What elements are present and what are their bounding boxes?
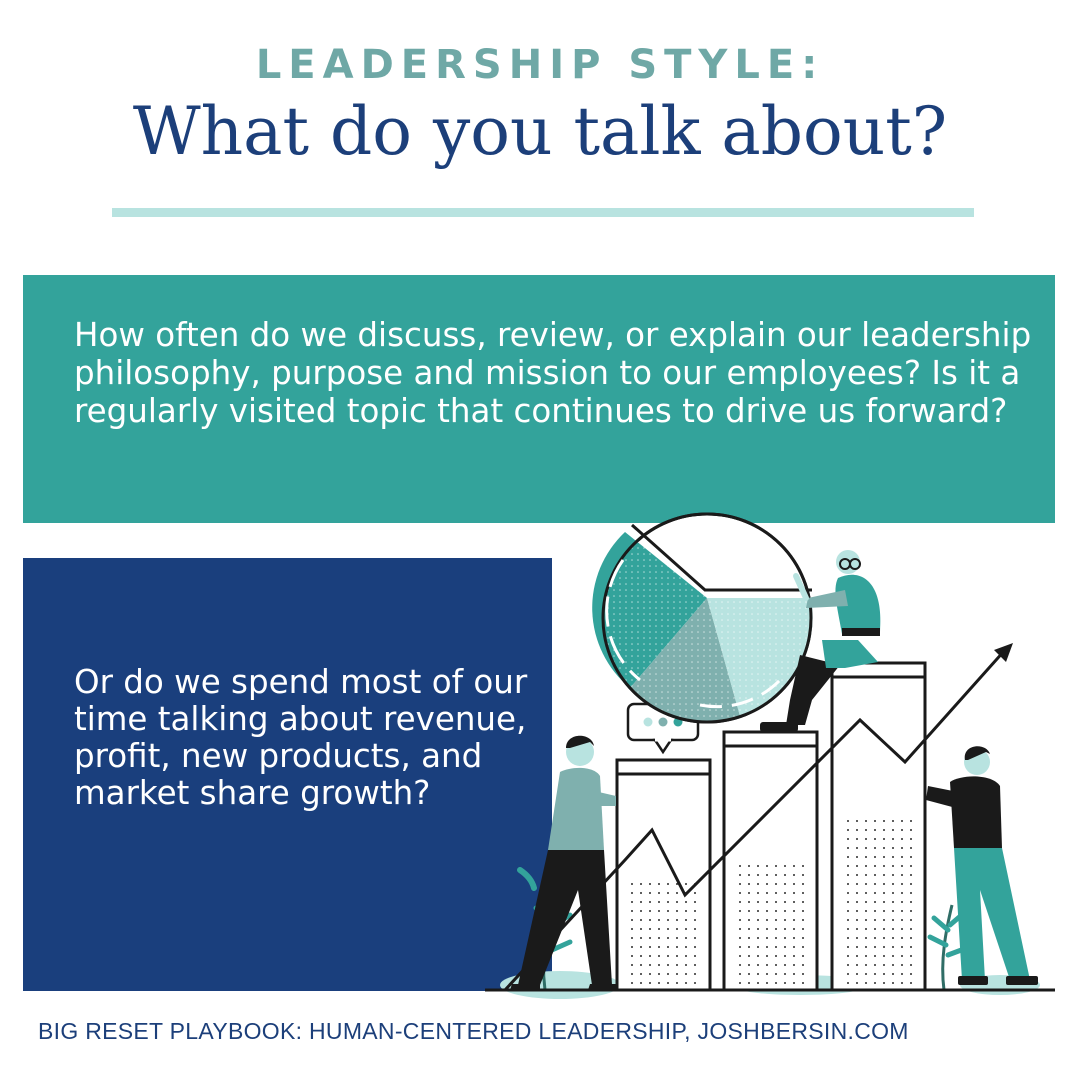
bar-chart-columns bbox=[485, 661, 1055, 992]
page-title: What do you talk about? bbox=[132, 93, 948, 170]
divider-rule bbox=[112, 208, 974, 217]
trend-arrow bbox=[503, 643, 1013, 992]
person-seated-icon bbox=[760, 550, 881, 732]
question-2-text: Or do we spend most of our time talking … bbox=[74, 663, 528, 812]
person-pushing-right-icon bbox=[926, 746, 1038, 985]
question-panel-teal bbox=[23, 275, 1055, 523]
kicker-heading: LEADERSHIP STYLE: bbox=[255, 42, 825, 88]
question-1-text: How often do we discuss, review, or expl… bbox=[74, 316, 1032, 430]
question-panel-navy bbox=[23, 558, 552, 991]
footer-credit: BIG RESET PLAYBOOK: HUMAN-CENTERED LEADE… bbox=[38, 1018, 909, 1044]
business-growth-illustration bbox=[485, 512, 1055, 999]
person-pushing-left-icon bbox=[510, 735, 618, 990]
